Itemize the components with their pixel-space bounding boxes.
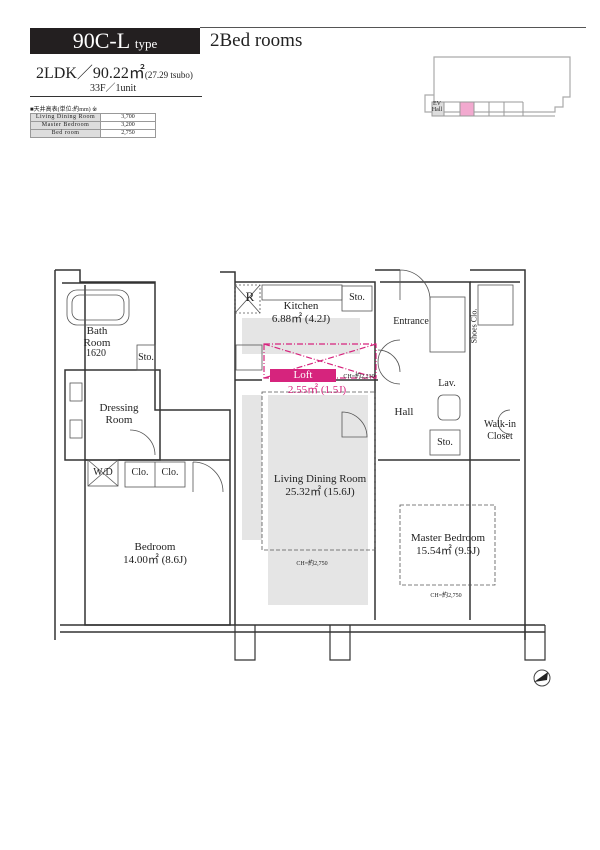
refrigerator-label: R (245, 289, 255, 304)
bath-room-label: Bath Room (83, 325, 111, 349)
loft-area: 2.55㎡ (1.5J) (287, 384, 347, 396)
storage-label: Sto. (349, 292, 365, 303)
ev-hall-label: EV Hall (431, 101, 443, 113)
bedroom-area: 14.00㎡ (8.6J) (123, 554, 187, 566)
tsubo: (27.29 tsubo) (144, 70, 193, 80)
lavatory-label: Lav. (438, 378, 456, 389)
key-plan (424, 56, 571, 117)
kitchen-area: 6.88㎡ (4.2J) (271, 313, 331, 325)
bath-size: 1620 (86, 348, 106, 359)
living-dining-label: Living Dining Room (273, 473, 367, 485)
entrance-label: Entrance (393, 316, 429, 327)
divider (200, 27, 586, 28)
loft-label: Loft (270, 369, 336, 382)
hall-label: Hall (394, 406, 414, 418)
divider (30, 96, 202, 97)
shoes-closet-label: Shoes Clo. (469, 308, 479, 344)
storage-label: Sto. (437, 437, 453, 448)
storage-label: Sto. (138, 352, 154, 363)
layout-area: 2LDK／90.22㎡ (36, 65, 145, 82)
master-bedroom-label: Master Bedroom (410, 532, 486, 544)
type-suffix: type (134, 36, 158, 51)
type-badge: 90C-L type (30, 28, 200, 54)
washer-dryer-label: W/D (93, 467, 113, 478)
walk-in-closet-label: Walk-in Closet (484, 419, 516, 442)
master-ceiling-height: CH=約2,750 (430, 593, 462, 599)
type-code: 90C-L (72, 28, 130, 53)
floor-units: 33F／1unit (90, 83, 137, 94)
dressing-room-label: Dressing Room (99, 402, 139, 426)
kitchen-label: Kitchen (283, 300, 319, 312)
ldr-ceiling-height: CH=約2,750 (296, 561, 328, 567)
compass-icon (533, 669, 551, 687)
living-dining-area: 25.32㎡ (15.6J) (285, 486, 355, 498)
master-bedroom-area: 15.54㎡ (9.5J) (416, 545, 480, 557)
ceiling-table-caption: ■天井高表(単位:約mm) ※ (30, 107, 98, 113)
closet-label: Clo. (131, 467, 149, 478)
bedroom-label: Bedroom (134, 541, 176, 553)
closet-label: Clo. (161, 467, 179, 478)
height-cell: 2,750 (100, 129, 156, 138)
bedrooms-title: 2Bed rooms (210, 30, 303, 51)
loft-ceiling-height: CH=約2,230 (343, 374, 375, 380)
layout-spec: 2LDK／90.22㎡(27.29 tsubo) (36, 59, 193, 83)
